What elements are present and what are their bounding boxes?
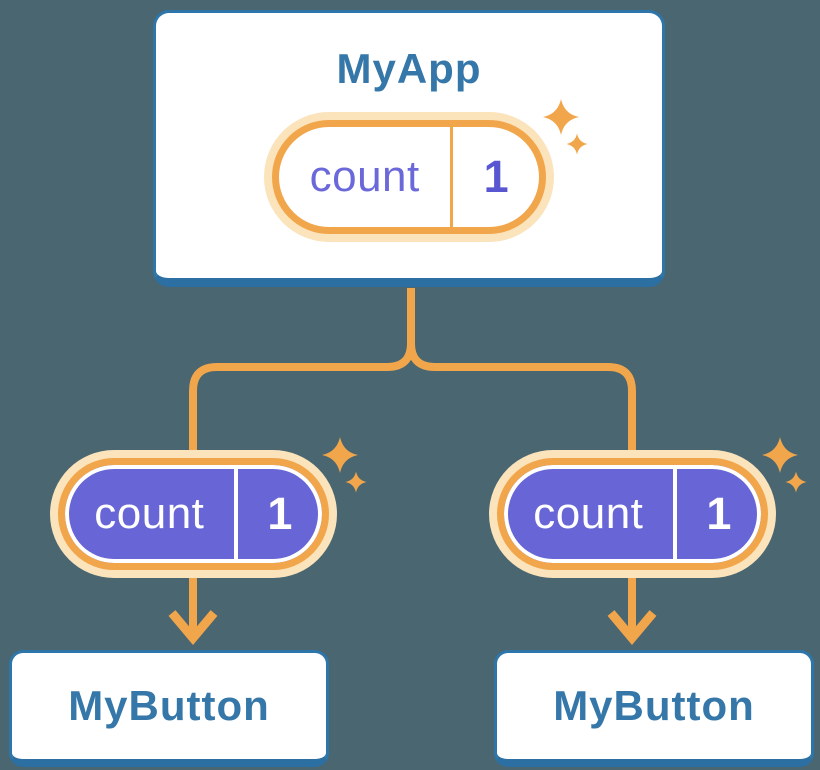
sparkles-icon	[543, 99, 588, 155]
state-name: count	[533, 489, 644, 538]
pill-divider	[450, 127, 454, 227]
state-name: count	[309, 152, 420, 201]
component-title: MyButton	[553, 682, 755, 729]
branch-right-line	[407, 288, 636, 458]
sparkles-icon	[762, 437, 807, 493]
component-title: MyButton	[68, 682, 270, 729]
sparkles-icon	[322, 437, 367, 493]
state-pill-left-child: count 1	[58, 458, 329, 570]
state-name: count	[94, 489, 205, 538]
state-value: 1	[483, 151, 509, 202]
pill-divider	[233, 465, 238, 563]
state-pill-root: count 1	[272, 120, 546, 234]
state-value: 1	[706, 488, 732, 539]
arrow-down-icon	[168, 574, 218, 645]
mybutton-card-left: MyButton	[9, 650, 329, 767]
state-pill-right-child: count 1	[497, 458, 768, 570]
pill-divider	[672, 465, 677, 563]
branch-left-line	[189, 288, 415, 458]
state-value: 1	[267, 488, 293, 539]
component-title: MyApp	[336, 45, 482, 92]
mybutton-card-right: MyButton	[494, 650, 814, 767]
arrow-down-icon	[607, 574, 657, 645]
